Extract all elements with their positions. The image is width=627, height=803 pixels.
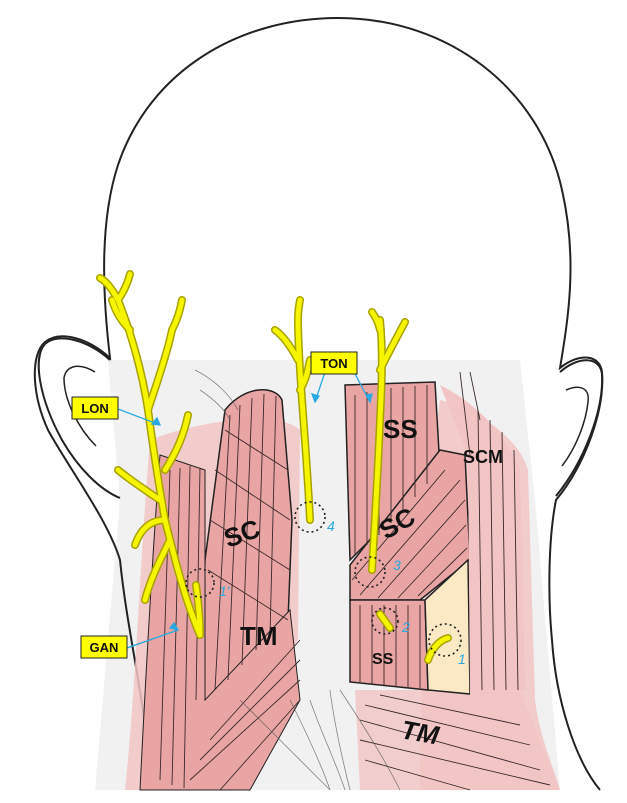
lon-label: LON: [81, 401, 108, 416]
right-semispinalis-lower: [350, 600, 428, 690]
muscle-label-scm: SCM: [463, 447, 503, 467]
site-number-2: 2: [401, 619, 410, 635]
muscle-label-ss-upper: SS: [383, 414, 418, 444]
ton-label: TON: [320, 356, 347, 371]
nerve-label-ton: TON: [311, 352, 357, 374]
nerve-label-lon: LON: [72, 397, 118, 419]
site-number-1: 1: [458, 651, 466, 667]
gan-label: GAN: [90, 640, 119, 655]
site-number-4: 4: [327, 518, 335, 534]
muscle-label-tm-left: TM: [240, 621, 278, 651]
site-number-3: 3: [393, 557, 401, 573]
right-ear-icon: [556, 360, 602, 496]
nerve-label-gan: GAN: [81, 636, 127, 658]
site-number-1prime: 1': [219, 583, 231, 599]
muscle-label-ss-lower: SS: [372, 651, 394, 668]
